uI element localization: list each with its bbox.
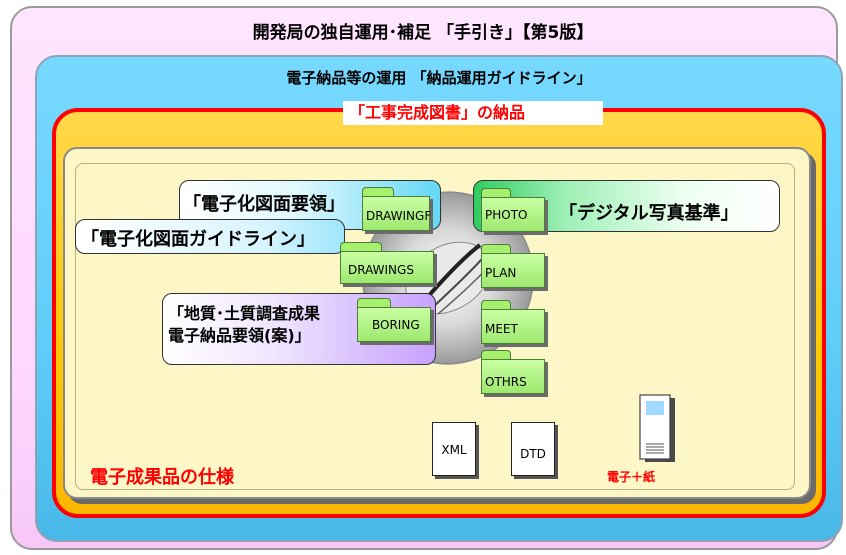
document-icon: DTD	[511, 422, 555, 476]
dtd-label: DTD	[520, 447, 546, 461]
paper-label: 電子＋紙	[607, 470, 656, 484]
folder-icon	[481, 188, 511, 199]
folder-othrs: OTHRS	[481, 350, 545, 394]
delivery-label: 「工事完成図書」の納品	[343, 101, 603, 125]
folder-meet: MEET	[481, 300, 545, 344]
folder-boring: BORING	[357, 298, 431, 342]
folder-icon	[481, 350, 511, 361]
folder-drawingf: DRAWINGF	[362, 187, 431, 231]
folder-drawings-label: DRAWINGS	[340, 251, 434, 284]
folder-icon	[340, 242, 382, 253]
folder-photo: PHOTO	[481, 188, 545, 232]
spec-label: 電子成果品の仕様	[90, 467, 234, 488]
folder-icon	[481, 300, 511, 311]
folder-plan-label: PLAN	[481, 253, 545, 288]
folder-icon	[362, 187, 394, 198]
photo-standard-text: 「デジタル写真基準」	[559, 203, 739, 224]
outer-title: 開発局の独自運用･補足 「手引き」【第5版】	[252, 23, 594, 43]
geology-manual-line1: 「地質･土質調査成果	[168, 304, 321, 323]
folder-icon	[357, 298, 391, 309]
folder-boring-label: BORING	[357, 307, 431, 342]
folder-drawings: DRAWINGS	[340, 242, 434, 284]
folder-photo-label: PHOTO	[481, 197, 545, 232]
document-icon: XML	[432, 422, 476, 476]
spec-panel-frame	[75, 163, 795, 490]
folder-othrs-label: OTHRS	[481, 359, 545, 394]
geology-manual-line2: 電子納品要領(案)」	[168, 326, 311, 345]
drawing-guideline-text: 「電子化図面ガイドライン」	[81, 229, 315, 250]
xml-label: XML	[441, 443, 467, 457]
folder-plan: PLAN	[481, 244, 545, 288]
folder-meet-label: MEET	[481, 309, 545, 344]
drawing-guideline-callout: 「電子化図面ガイドライン」	[75, 219, 345, 254]
folder-drawingf-label: DRAWINGF	[362, 196, 431, 231]
operation-title: 電子納品等の運用 「納品運用ガイドライン」	[286, 69, 592, 87]
folder-icon	[481, 244, 511, 255]
drawing-manual-text: 「電子化図面要領」	[183, 194, 345, 215]
server-icon	[639, 394, 675, 462]
